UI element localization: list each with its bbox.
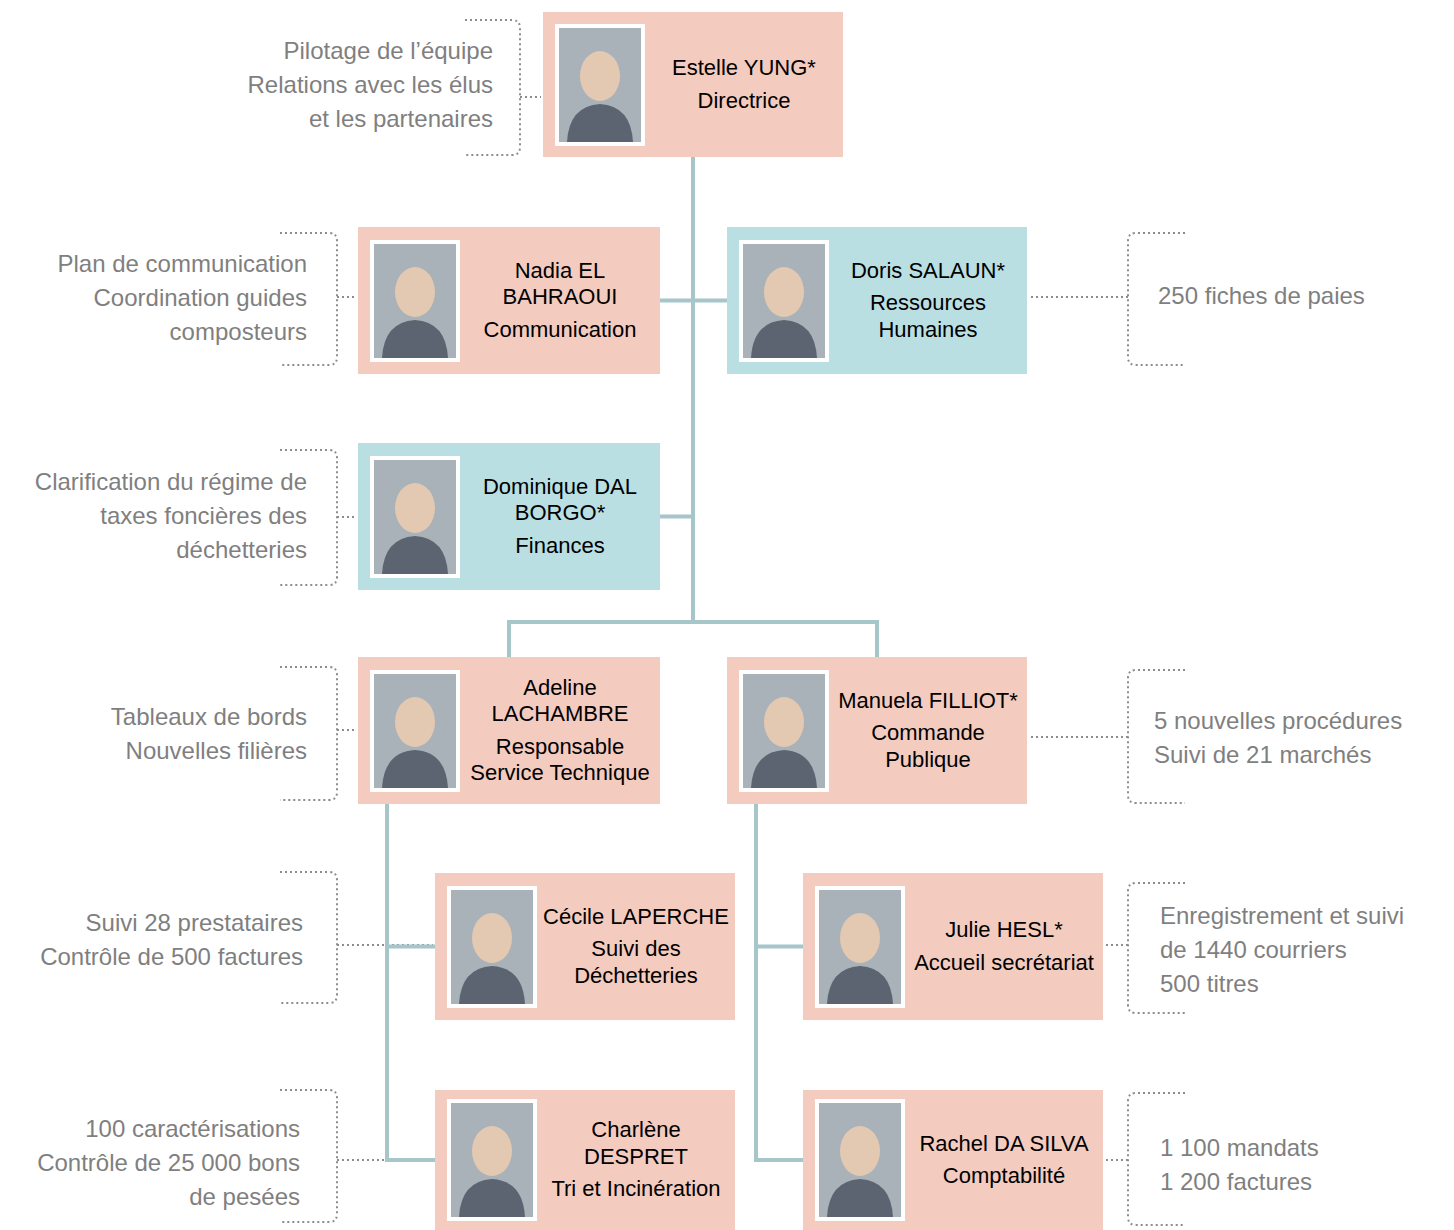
note-text: 100 caractérisations (20, 1112, 300, 1146)
portrait-photo (370, 456, 460, 578)
org-connector (660, 157, 693, 517)
portrait-photo (739, 240, 829, 362)
note-text: 1 200 factures (1160, 1165, 1430, 1199)
note-text: Tableaux de bords (17, 700, 307, 734)
job-title: Comptabilité (910, 1163, 1098, 1189)
note-group: Suivi 28 prestatairesContrôle de 500 fac… (8, 906, 303, 974)
person-box: Dominique DAL BORGO* Finances (358, 443, 660, 590)
org-connector (693, 157, 727, 301)
person-box: Charlène DESPRET Tri et Incinération (435, 1090, 735, 1230)
person-name: Adeline LACHAMBRE (465, 675, 655, 728)
note-group: Clarification du régime de taxes foncièr… (32, 465, 307, 567)
note-group: Pilotage de l’équipeRelations avec les é… (225, 34, 493, 136)
org-connector (756, 804, 803, 947)
note-text: Enregistrement et suivi de 1440 courrier… (1160, 899, 1425, 967)
job-title: Tri et Incinération (542, 1176, 730, 1202)
person-box: Julie HESL* Accueil secrétariat (803, 873, 1103, 1020)
note-text: Relations avec les élus et les partenair… (225, 68, 493, 136)
job-title: Communication (465, 317, 655, 343)
leader-line (1105, 944, 1128, 946)
note-group: 100 caractérisationsContrôle de 25 000 b… (20, 1112, 300, 1214)
note-text: Coordination guides composteurs (17, 281, 307, 349)
person-name: Dominique DAL BORGO* (465, 474, 655, 527)
person-box: Nadia EL BAHRAOUI Communication (358, 227, 660, 374)
leader-line (337, 729, 356, 731)
person-box: Doris SALAUN* Ressources Humaines (727, 227, 1027, 374)
leader-line (337, 516, 356, 518)
person-box: Cécile LAPERCHE Suivi des Déchetteries (435, 873, 735, 1020)
note-group: Tableaux de bordsNouvelles filières (17, 700, 307, 768)
job-title: Ressources Humaines (834, 290, 1022, 343)
job-title: Commande Publique (834, 720, 1022, 773)
leader-line (520, 96, 541, 98)
note-text: Nouvelles filières (17, 734, 307, 768)
person-name: Estelle YUNG* (650, 55, 838, 81)
person-name: Nadia EL BAHRAOUI (465, 258, 655, 311)
job-title: Accueil secrétariat (910, 950, 1098, 976)
portrait-photo (739, 670, 829, 792)
person-name: Doris SALAUN* (834, 258, 1022, 284)
person-box: Manuela FILLIOT* Commande Publique (727, 657, 1027, 804)
portrait-photo (370, 670, 460, 792)
person-name: Cécile LAPERCHE (542, 904, 730, 930)
person-name: Julie HESL* (910, 917, 1098, 943)
portrait-photo (815, 1099, 905, 1221)
leader-line (1029, 296, 1128, 298)
person-name: Manuela FILLIOT* (834, 688, 1022, 714)
portrait-photo (370, 240, 460, 362)
person-box: Adeline LACHAMBRE Responsable Service Tec… (358, 657, 660, 804)
note-text: Contrôle de 25 000 bons de pesées (20, 1146, 300, 1214)
job-title: Directrice (650, 88, 838, 114)
portrait-photo (555, 24, 645, 146)
portrait-photo (815, 886, 905, 1008)
note-text: Suivi 28 prestataires (8, 906, 303, 940)
note-text: Clarification du régime de taxes foncièr… (32, 465, 307, 567)
org-connector (387, 804, 435, 947)
person-name: Rachel DA SILVA (910, 1131, 1098, 1157)
note-group: 250 fiches de paies (1158, 279, 1428, 313)
person-name: Charlène DESPRET (542, 1117, 730, 1170)
note-text: 500 titres (1160, 967, 1425, 1001)
portrait-photo (447, 886, 537, 1008)
leader-line (337, 296, 356, 298)
note-group: Enregistrement et suivi de 1440 courrier… (1160, 899, 1425, 1001)
note-text: 250 fiches de paies (1158, 279, 1428, 313)
leader-line (1105, 1159, 1128, 1161)
leader-line (1029, 736, 1128, 738)
person-box: Estelle YUNG* Directrice (543, 12, 843, 157)
job-title: Suivi des Déchetteries (542, 936, 730, 989)
person-box: Rachel DA SILVA Comptabilité (803, 1090, 1103, 1230)
note-group: 5 nouvelles procéduresSuivi de 21 marché… (1154, 704, 1434, 772)
note-group: 1 100 mandats1 200 factures (1160, 1131, 1430, 1199)
note-text: Plan de communication (17, 247, 307, 281)
portrait-photo (447, 1099, 537, 1221)
note-text: Suivi de 21 marchés (1154, 738, 1434, 772)
note-text: 1 100 mandats (1160, 1131, 1430, 1165)
org-connector (756, 804, 803, 1160)
org-connector (660, 157, 693, 301)
note-text: 5 nouvelles procédures (1154, 704, 1434, 738)
note-text: Pilotage de l’équipe (225, 34, 493, 68)
org-connector (387, 804, 435, 1160)
note-group: Plan de communicationCoordination guides… (17, 247, 307, 349)
job-title: Responsable Service Technique (465, 734, 655, 787)
note-text: Contrôle de 500 factures (8, 940, 303, 974)
job-title: Finances (465, 533, 655, 559)
